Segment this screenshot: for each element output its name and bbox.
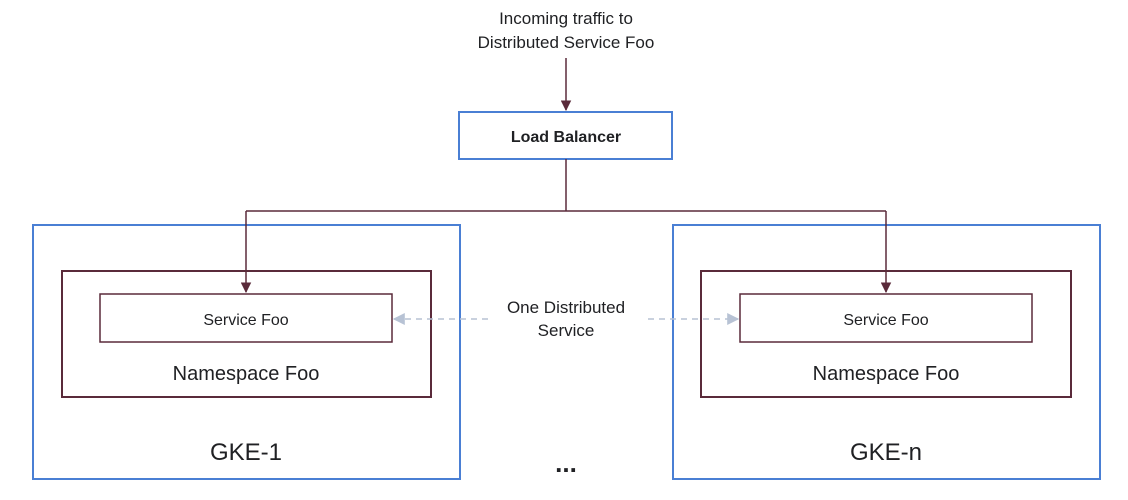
cluster-label-gke-1: GKE-1	[210, 439, 282, 466]
load-balancer-label: Load Balancer	[511, 129, 621, 146]
service-box-gke-n	[739, 293, 1033, 343]
cluster-label-gke-n: GKE-n	[850, 439, 922, 466]
incoming-traffic-label-line2: Distributed Service Foo	[478, 33, 655, 52]
more-clusters-ellipsis: ...	[555, 448, 577, 478]
service-box-gke-1	[99, 293, 393, 343]
service-label-gke-n: Service Foo	[843, 312, 928, 329]
namespace-label-gke-n: Namespace Foo	[813, 363, 960, 385]
service-label-gke-1: Service Foo	[203, 312, 288, 329]
distributed-service-label-line2: Service	[538, 321, 595, 340]
distributed-service-label-line1: One Distributed	[507, 298, 625, 317]
namespace-label-gke-1: Namespace Foo	[173, 363, 320, 385]
incoming-traffic-label-line1: Incoming traffic to	[499, 9, 633, 28]
